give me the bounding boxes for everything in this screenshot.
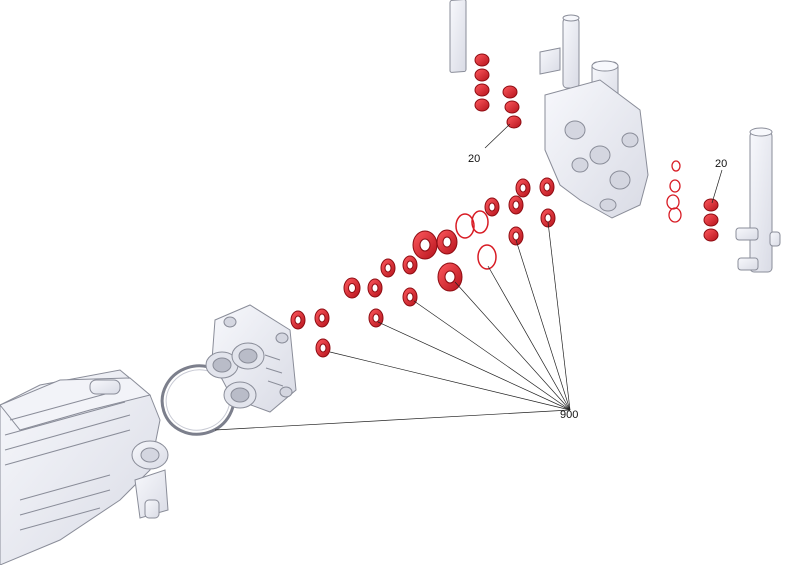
seal-kit-900 — [290, 177, 556, 358]
filter-plate — [449, 0, 467, 73]
seal-kit-20-top — [474, 53, 522, 129]
crankcase-icon — [0, 369, 169, 565]
pump-head-icon — [205, 304, 297, 413]
seal-kit-20-right — [703, 198, 719, 242]
small-o-rings — [666, 160, 682, 223]
unloader-valve-icon — [539, 14, 649, 219]
callout-20-right: 20 — [715, 158, 727, 170]
callout-20-top: 20 — [468, 153, 480, 165]
callout-900: 900 — [560, 409, 578, 421]
outlet-manifold-icon — [735, 127, 781, 273]
leader-lines — [214, 123, 723, 431]
